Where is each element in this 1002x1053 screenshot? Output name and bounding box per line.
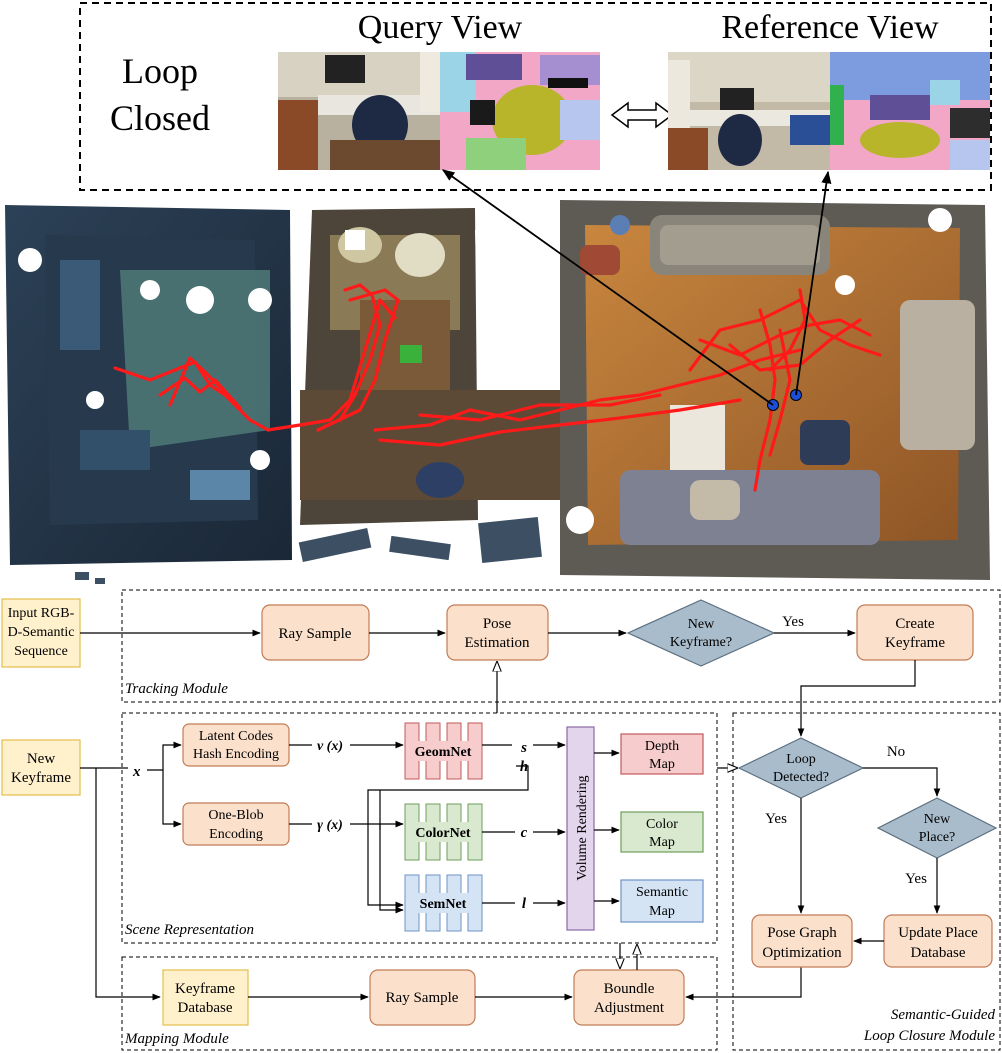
colornet-block: ColorNet bbox=[404, 803, 483, 861]
tracking-module-box bbox=[121, 589, 1001, 703]
pipeline-diagram: Tracking Module Scene Representation Map… bbox=[1, 589, 1001, 1051]
new-keyframe-decision-line1: New bbox=[688, 617, 715, 632]
gamma-of-x-symbol: γ (x) bbox=[317, 818, 343, 833]
v-of-x-symbol: v (x) bbox=[317, 739, 343, 754]
input-rgbd-line3: Sequence bbox=[14, 644, 68, 659]
pose-estimation-box bbox=[446, 604, 549, 661]
input-rgbd-line2: D-Semantic bbox=[8, 625, 75, 640]
new-place-decision bbox=[876, 797, 998, 859]
colornet-label: ColorNet bbox=[415, 826, 471, 841]
reference-pointer-line bbox=[795, 170, 832, 396]
middle-room bbox=[300, 208, 560, 525]
bundle-adjustment-line1: Boundle bbox=[604, 981, 655, 997]
input-rgbd-line1: Input RGB- bbox=[8, 606, 75, 621]
new-keyframe-line1: New bbox=[27, 751, 55, 767]
l-symbol: l bbox=[522, 896, 527, 912]
reference-semantic-image bbox=[830, 52, 990, 170]
new-place-line2: Place? bbox=[919, 830, 956, 845]
debris bbox=[75, 516, 542, 584]
loop-closure-label-line1: Semantic-Guided bbox=[891, 1007, 996, 1023]
create-keyframe-box bbox=[856, 604, 974, 661]
one-blob-line2: Encoding bbox=[209, 827, 263, 842]
scene-representation-box bbox=[121, 712, 718, 944]
depth-map-line2: Map bbox=[649, 757, 675, 772]
query-view-title: Query View bbox=[358, 9, 523, 46]
mapping-module-box bbox=[121, 956, 718, 1051]
loop-yes-left-label: Yes bbox=[765, 811, 787, 827]
loop-label-line2: Closed bbox=[110, 98, 210, 138]
bundle-adjustment-box bbox=[573, 969, 685, 1026]
c-symbol: c bbox=[521, 825, 528, 841]
semantic-map-line1: Semantic bbox=[636, 885, 688, 900]
query-rgb-image bbox=[278, 52, 440, 170]
depth-map-line1: Depth bbox=[645, 739, 679, 754]
create-keyframe-line1: Create bbox=[895, 616, 934, 632]
left-room bbox=[5, 205, 292, 565]
pose-graph-line1: Pose Graph bbox=[767, 925, 837, 941]
loop-yes-right-label: Yes bbox=[905, 871, 927, 887]
reference-rgb-image bbox=[668, 52, 830, 170]
semantic-map-line2: Map bbox=[649, 904, 675, 919]
tracking-yes-label: Yes bbox=[782, 614, 804, 630]
loop-detected-line2: Detected? bbox=[773, 770, 829, 785]
pose-graph-line2: Optimization bbox=[762, 945, 842, 961]
mapping-ray-sample-label: Ray Sample bbox=[386, 990, 459, 1006]
input-rgbd-semantic-box bbox=[1, 598, 81, 668]
loop-detected-decision bbox=[737, 737, 865, 799]
keyframe-database-box bbox=[162, 969, 249, 1026]
new-keyframe-input-box bbox=[1, 739, 81, 796]
geomnet-block: GeomNet bbox=[404, 722, 483, 780]
loop-closed-panel: Loop Closed Query View Reference View bbox=[79, 2, 992, 191]
keyframe-database-line1: Keyframe bbox=[175, 981, 235, 997]
color-map-line1: Color bbox=[646, 817, 678, 832]
s-symbol: s bbox=[520, 740, 527, 756]
tracking-module-label: Tracking Module bbox=[125, 681, 228, 697]
reconstruction-scene bbox=[5, 169, 990, 584]
scene-representation-label: Scene Representation bbox=[125, 922, 254, 938]
latent-codes-line1: Latent Codes bbox=[199, 729, 273, 744]
update-place-line2: Database bbox=[911, 945, 966, 961]
loop-detected-line1: Loop bbox=[786, 752, 816, 767]
volume-rendering-label: Volume Rendering bbox=[575, 775, 590, 880]
pose-graph-optimization-box bbox=[751, 914, 853, 968]
depth-map-box bbox=[620, 733, 704, 775]
query-semantic-image bbox=[440, 52, 600, 170]
geomnet-label: GeomNet bbox=[415, 745, 472, 760]
loop-no-label: No bbox=[887, 744, 905, 760]
color-map-line2: Map bbox=[649, 835, 675, 850]
semnet-block: SemNet bbox=[404, 874, 483, 932]
new-place-line1: New bbox=[924, 812, 951, 827]
loop-label-line1: Loop bbox=[122, 51, 198, 91]
camera-trajectory bbox=[113, 283, 882, 492]
new-keyframe-decision-line2: Keyframe? bbox=[670, 635, 732, 650]
mapping-module-label: Mapping Module bbox=[124, 1031, 229, 1047]
latent-codes-line2: Hash Encoding bbox=[193, 747, 279, 762]
keyframe-database-line2: Database bbox=[178, 1000, 233, 1016]
query-pointer-line bbox=[441, 169, 774, 406]
pose-estimation-line2: Estimation bbox=[465, 635, 530, 651]
x-symbol: x bbox=[132, 764, 141, 780]
pose-estimation-line1: Pose bbox=[483, 616, 512, 632]
one-blob-line1: One-Blob bbox=[208, 808, 263, 823]
semnet-label: SemNet bbox=[420, 897, 467, 912]
loop-closure-label-line2: Loop Closure Module bbox=[863, 1028, 995, 1044]
reference-view-title: Reference View bbox=[721, 9, 939, 46]
semantic-map-box bbox=[620, 879, 704, 923]
update-place-line1: Update Place bbox=[898, 925, 978, 941]
new-keyframe-decision bbox=[626, 599, 776, 667]
bundle-adjustment-line2: Adjustment bbox=[594, 1000, 665, 1016]
tracking-ray-sample-label: Ray Sample bbox=[279, 626, 352, 642]
create-keyframe-line2: Keyframe bbox=[885, 635, 945, 651]
h-symbol: h bbox=[520, 759, 528, 775]
loop-closure-module-box bbox=[732, 712, 1001, 1051]
color-map-box bbox=[620, 811, 704, 853]
volume-rendering-box bbox=[566, 726, 595, 931]
new-keyframe-line2: Keyframe bbox=[11, 770, 71, 786]
